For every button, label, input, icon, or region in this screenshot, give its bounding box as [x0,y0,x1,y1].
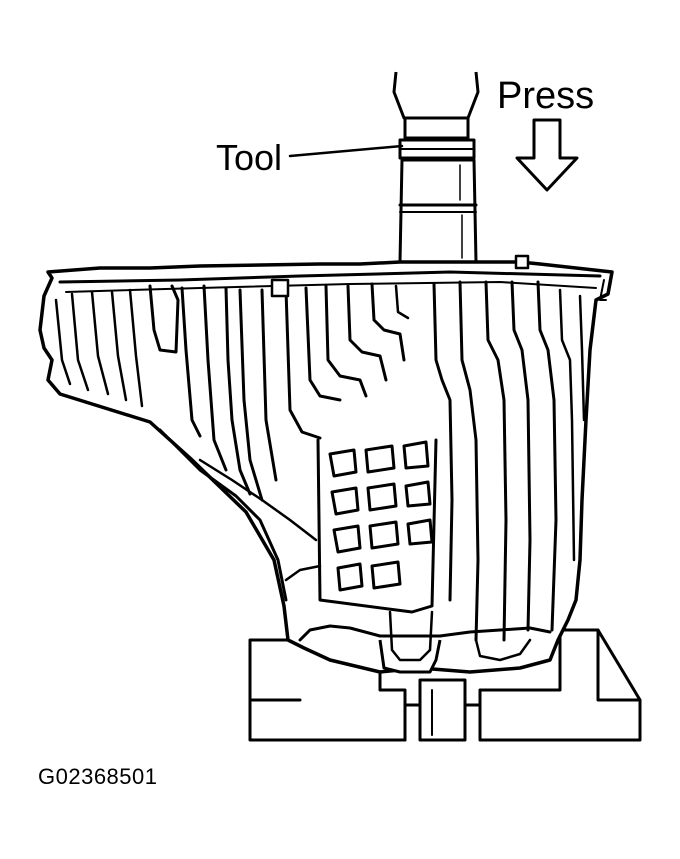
press-label: Press [497,75,595,117]
transmission-case [38,254,614,674]
tool-leader-line [288,144,404,158]
figure-code: G02368501 [38,764,158,789]
press-tool [392,71,480,264]
tool-label: Tool [216,137,283,178]
press-direction-arrow-icon [515,118,579,192]
rib-pocket-grid [316,438,438,614]
